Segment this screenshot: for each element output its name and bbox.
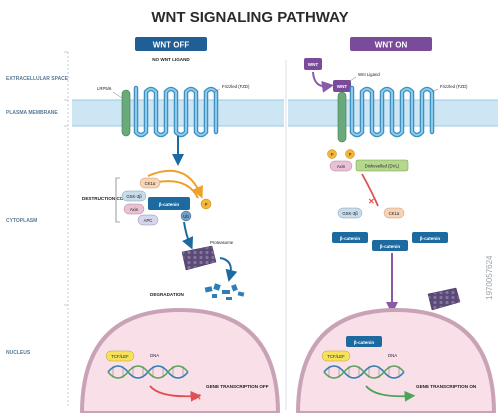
region-extracellular: EXTRACELLULAR SPACE <box>6 76 69 82</box>
ck1-node-off: CK1α <box>139 177 161 189</box>
svg-text:β-catenin: β-catenin <box>354 340 375 345</box>
proteasome <box>181 245 217 271</box>
wnt-off-header: WNT OFF <box>135 37 207 51</box>
destruction-complex-label: DESTRUCTION COMPLEX <box>82 196 140 201</box>
svg-text:Axin: Axin <box>337 164 346 169</box>
svg-text:WNT: WNT <box>337 84 348 89</box>
frizzled-label-off: Frizzled (FZD) <box>222 84 250 89</box>
phospho-node-on-2: P <box>345 149 355 159</box>
wnt-on-header: WNT ON <box>350 37 432 51</box>
lrp-receptor-on <box>337 91 347 143</box>
beta-catenin-on-3: β-catenin <box>412 232 448 243</box>
svg-text:β-catenin: β-catenin <box>380 244 401 249</box>
dna-off <box>107 365 189 379</box>
region-cytoplasm: CYTOPLASM <box>6 218 37 224</box>
svg-text:TCF/LEF: TCF/LEF <box>111 354 129 359</box>
svg-text:APC: APC <box>144 218 153 223</box>
beta-catenin-on-1: β-catenin <box>332 232 368 243</box>
axin-node-off: Axin <box>123 203 145 215</box>
page-title: WNT SIGNALING PATHWAY <box>151 9 348 26</box>
ck1-node-on: CK1α <box>383 207 405 219</box>
apc-node-off: APC <box>137 214 159 226</box>
lrp-label: LRP5/6 <box>97 86 112 91</box>
svg-text:GSK-3β: GSK-3β <box>126 194 142 199</box>
tcf-node-off: TCF/LEF <box>105 350 135 362</box>
phospho-node-on-1: P <box>327 149 337 159</box>
svg-text:WNT OFF: WNT OFF <box>153 41 190 50</box>
lrp-receptor-off <box>121 89 131 137</box>
svg-text:P: P <box>349 152 352 157</box>
svg-text:β-catenin: β-catenin <box>340 236 361 241</box>
svg-text:CK1α: CK1α <box>389 211 400 216</box>
no-wnt-ligand-label: NO WNT LIGAND <box>152 57 190 62</box>
wnt-ligand-free: WNT <box>304 58 322 70</box>
region-labels: EXTRACELLULAR SPACE PLASMA MEMBRANE CYTO… <box>6 51 69 408</box>
destruction-complex-bracket <box>115 177 120 223</box>
svg-text:Axin: Axin <box>130 207 139 212</box>
ubiquitin-node-off: Ub <box>180 210 192 222</box>
proteasome-on-idle <box>427 287 461 311</box>
beta-catenin-on-2: β-catenin <box>372 240 408 251</box>
region-nucleus: NUCLEUS <box>6 350 31 356</box>
svg-text:CK1α: CK1α <box>145 181 156 186</box>
dvl-node-on: Dishevelled (DVL) <box>355 159 409 172</box>
stock-watermark: 1970057624 <box>485 255 494 300</box>
frizzled-label-on: Frizzled (FZD) <box>440 84 468 89</box>
nucleus-on <box>295 307 497 413</box>
inhibit-x-off: ✕ <box>194 392 202 402</box>
wnt-ligand-bound: WNT <box>333 80 351 92</box>
gsk-node-off: GSK-3β <box>121 190 147 202</box>
svg-text:TCF/LEF: TCF/LEF <box>327 354 345 359</box>
proteasome-label: Proteasome <box>210 240 234 245</box>
nucleus-off <box>79 307 281 413</box>
dna-on <box>323 365 405 379</box>
gene-transcription-on: GENE TRANSCRIPTION ON <box>416 384 477 389</box>
axin-node-on: Axin <box>329 160 353 172</box>
svg-text:WNT ON: WNT ON <box>375 41 408 50</box>
wnt-ligand-label: Wnt Ligand <box>358 72 380 77</box>
beta-catenin-node-off: β-catenin <box>148 197 190 210</box>
svg-text:GSK-3β: GSK-3β <box>342 211 358 216</box>
beta-catenin-nucleus: β-catenin <box>346 336 382 347</box>
svg-text:β-catenin: β-catenin <box>420 236 441 241</box>
svg-text:P: P <box>205 202 208 207</box>
svg-text:P: P <box>331 152 334 157</box>
dna-label-off: DNA <box>150 353 159 358</box>
degradation-fragments <box>204 283 245 300</box>
frizzled-receptor-off-inner <box>135 87 217 136</box>
degradation-label: DEGRADATION <box>150 292 185 297</box>
frizzled-receptor-on-inner <box>351 87 433 136</box>
inhibit-x-on: ✕ <box>368 197 375 206</box>
svg-text:Ub: Ub <box>183 214 189 219</box>
gsk-node-on: GSK-3β <box>337 207 363 219</box>
svg-text:Dishevelled (DVL): Dishevelled (DVL) <box>365 164 400 169</box>
phospho-node-off: P <box>200 198 212 210</box>
svg-text:WNT: WNT <box>308 62 319 67</box>
region-plasma-membrane: PLASMA MEMBRANE <box>6 110 58 116</box>
dna-label-on: DNA <box>388 353 397 358</box>
destruction-complex: CK1α GSK-3β Axin APC β-catenin P Ub <box>121 169 212 226</box>
svg-text:β-catenin: β-catenin <box>159 202 180 207</box>
tcf-node-on: TCF/LEF <box>321 350 351 362</box>
gene-transcription-off: GENE TRANSCRIPTION OFF <box>206 384 269 389</box>
